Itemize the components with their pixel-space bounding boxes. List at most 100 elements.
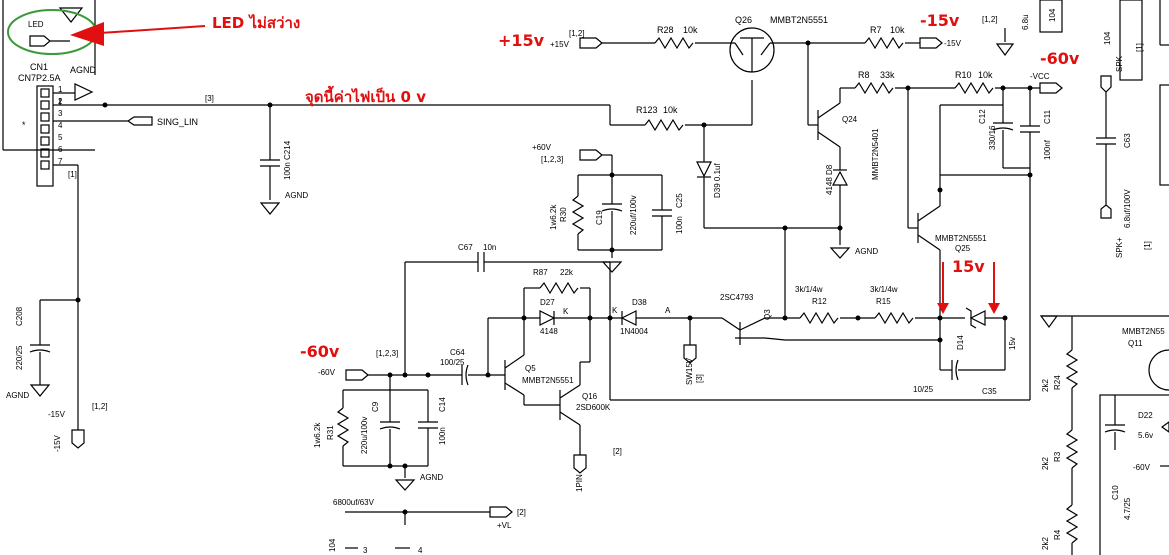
r123-val: 10k [663, 105, 678, 115]
q24-part: MMBT2N5401 [871, 128, 880, 180]
r12-ref: R12 [812, 297, 827, 306]
c12-val: 330/16 [988, 125, 997, 150]
c25-val: 100n [675, 216, 684, 234]
m15v-port [71, 429, 85, 449]
r87-ref: R87 [533, 268, 548, 277]
right-edge: [1,2] 6.8u 104 104 [1] SPK- SPK+ C63 6.8… [982, 0, 1169, 555]
v104-bottom-left: 104 [328, 538, 337, 552]
q24-section: R8 33k Q24 MMBT2N5401 4148 D8 AGND D39 0… [696, 70, 955, 318]
c11-ref: C11 [1043, 109, 1052, 124]
plus15-note: +15v [498, 31, 545, 50]
c11-val: 100nf [1043, 139, 1052, 160]
led-arrow [70, 22, 104, 46]
r12-val: 3k/1/4w [795, 285, 823, 294]
c9-val: 220u/100v [360, 417, 369, 454]
connector-cn1: LED CN1 CN7P2.5A AGND 1 2 3 4 5 6 7 * [1… [2, 0, 198, 300]
p60v-section: +60V [1,2,3] 1w6.2k R30 C19 220uf/100v C… [532, 143, 684, 273]
c208-val: 220/25 [15, 345, 24, 370]
ref1-a: [1] [1135, 43, 1144, 52]
r30-ref: R30 [559, 207, 568, 222]
r3-ref: R3 [1053, 451, 1062, 462]
m15v-ref: [1,2] [92, 402, 108, 411]
agnd-arrow [74, 83, 94, 101]
r123-resistor [644, 118, 684, 132]
r28-ref: R28 [657, 25, 674, 35]
q24-ref: Q24 [842, 115, 858, 124]
zener-15v-note: 15v [952, 257, 985, 276]
pin-3: 3 [58, 109, 63, 118]
c14-ref: C14 [438, 397, 447, 412]
r3-resistor [1065, 429, 1079, 469]
p15v-label: +15V [550, 40, 570, 49]
pin-6: 6 [58, 145, 63, 154]
mvcc-port [1039, 82, 1063, 94]
v104-top: 104 [1048, 8, 1057, 22]
c14-val: 100n [438, 427, 447, 445]
agnd-r31-label: AGND [420, 473, 443, 482]
q3-ref: Q3 [763, 309, 772, 320]
r24-resistor [1065, 349, 1079, 389]
c9-cap [379, 426, 401, 430]
r31-val: 1w6.2k [313, 422, 322, 448]
r15-val: 3k/1/4w [870, 285, 898, 294]
spk-plus-label: SPK+ [1115, 237, 1124, 258]
m60v-port [345, 369, 369, 381]
c63-val: 6.8uf/100V [1123, 189, 1132, 228]
r31-resistor [336, 407, 350, 447]
c64-cap [465, 364, 469, 386]
d22-diode [1160, 421, 1169, 433]
r4-val: 2k2 [1041, 537, 1050, 550]
d38-ref: D38 [632, 298, 647, 307]
q25-section: MMBT2N5551 Q25 [908, 190, 987, 370]
r7-resistor [864, 36, 904, 50]
agnd-ground-r31 [394, 479, 416, 491]
vl-section: 6800uf/63V [2] +VL 104 3 4 [328, 498, 526, 555]
c208-section: C208 220/25 AGND -15V [1,2] -15V [6, 297, 108, 452]
ground-top-right [995, 43, 1015, 57]
n4-label: 4 [418, 546, 423, 555]
q16-part: 2SD600K [576, 403, 611, 412]
v68u-label: 6.8u [1021, 14, 1030, 30]
c6800-label: 6800uf/63V [333, 498, 375, 507]
cn1-sheet-ref: [1] [68, 170, 77, 179]
node-note: จุดนี้ค่าไฟเป็น 0 v [305, 85, 426, 107]
cn1-agnd: AGND [70, 65, 97, 75]
sw15v-label: SW15V [685, 357, 694, 385]
cn1-part: CN7P2.5A [18, 73, 61, 83]
q11-part: MMBT2N55 [1122, 327, 1165, 336]
d22-val: 5.6v [1138, 431, 1153, 440]
r3-val: 2k2 [1041, 457, 1050, 470]
sing-lin-port [126, 116, 153, 126]
r24-val: 2k2 [1041, 379, 1050, 392]
r7-ref: R7 [870, 25, 882, 35]
p15v-port [579, 37, 603, 49]
d38-a: A [665, 306, 671, 315]
r30-val: 1w6.2k [549, 204, 558, 230]
r10-resistor [954, 81, 994, 95]
connector-body [36, 85, 54, 187]
r8-ref: R8 [858, 70, 870, 80]
m15v-right-label: -15V [944, 39, 962, 48]
pin-4: 4 [58, 121, 63, 130]
agnd-triangle [58, 7, 84, 23]
q16-ref: Q16 [582, 392, 598, 401]
p60v-port [579, 149, 603, 161]
spk-plus-port [1100, 204, 1112, 219]
q3-part: 2SC4793 [720, 293, 754, 302]
minus60-top-note: -60v [1040, 49, 1080, 68]
annotations: LED ไม่สว่าง จุดนี้ค่าไฟเป็น 0 v +15v -1… [70, 11, 1080, 361]
r15-resistor [874, 311, 914, 325]
d27-k: K [563, 307, 569, 316]
q26-section: [1,2] +15V R28 10k Q26 MMBT2N5551 R7 10k… [550, 15, 962, 125]
v104-right: 104 [1103, 31, 1112, 45]
r123-ref: R123 [636, 105, 658, 115]
r7-val: 10k [890, 25, 905, 35]
c25-ref: C25 [675, 193, 684, 208]
q26-ref: Q26 [735, 15, 752, 25]
p15v-ref: [1,2] [569, 29, 585, 38]
r12-resistor [799, 311, 839, 325]
agnd-ground-c208 [29, 384, 51, 397]
c214-label: 100n C214 [283, 140, 292, 180]
r4-resistor [1065, 504, 1079, 544]
